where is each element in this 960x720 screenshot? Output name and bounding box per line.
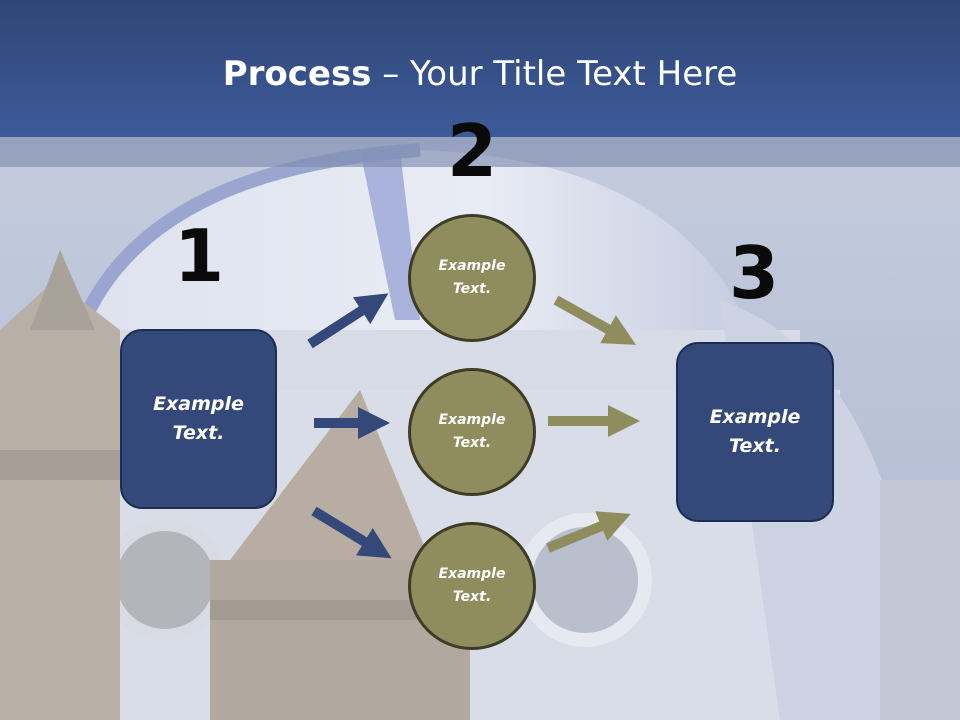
circle-bottom-line1: Example bbox=[438, 566, 506, 582]
circle-top-line1: Example bbox=[438, 258, 506, 274]
source-box-line2: Text. bbox=[172, 422, 225, 444]
title-bold: Process bbox=[222, 54, 372, 94]
circle-center-line1: Example bbox=[438, 412, 506, 428]
step-number-2: 2 bbox=[446, 109, 498, 193]
step-number-3: 3 bbox=[728, 231, 780, 315]
arrow-source-to-top bbox=[307, 293, 389, 349]
step-number-1: 1 bbox=[173, 214, 225, 298]
circle-bottom-line2: Text. bbox=[452, 589, 492, 605]
circle-top-line2: Text. bbox=[452, 281, 492, 297]
source-box-line1: Example bbox=[153, 393, 244, 415]
target-box-line2: Text. bbox=[729, 435, 781, 457]
title-rest: – Your Title Text Here bbox=[371, 54, 738, 94]
circle-center-line2: Text. bbox=[452, 435, 492, 451]
arrow-top-to-target bbox=[553, 295, 636, 345]
arrow-bottom-to-target bbox=[546, 511, 631, 553]
title-bar bbox=[0, 0, 960, 137]
slide-title: Process – Your Title Text Here bbox=[0, 50, 960, 98]
title-bar-strip bbox=[0, 137, 960, 167]
target-box-line1: Example bbox=[709, 406, 801, 428]
arrow-source-to-bottom bbox=[311, 506, 392, 559]
